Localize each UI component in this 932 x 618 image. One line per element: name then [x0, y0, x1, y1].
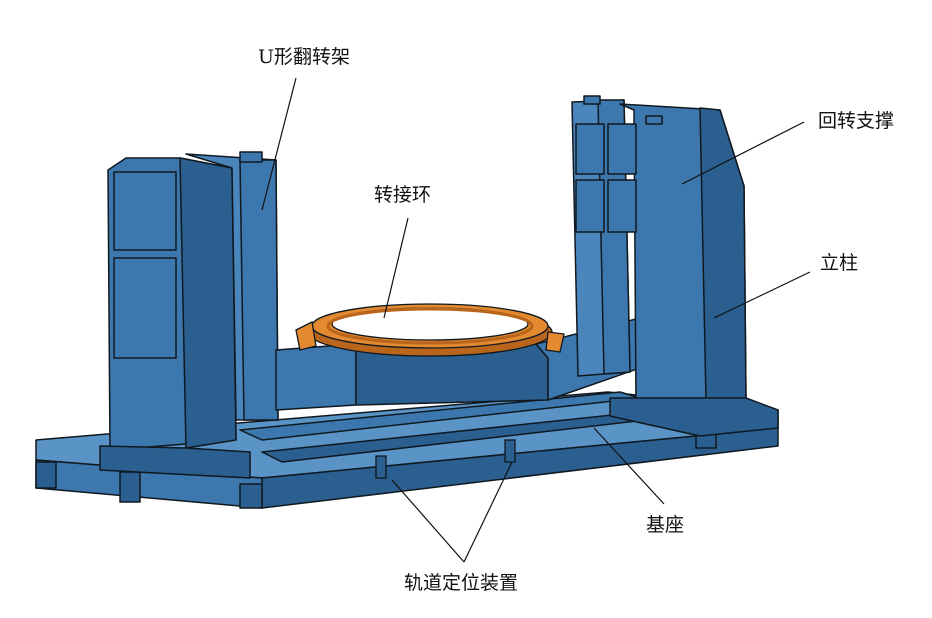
leader-base: [593, 427, 665, 505]
leader-slewing-ring: [383, 217, 409, 319]
right-column: [571, 95, 779, 437]
rail-positioner: [375, 439, 516, 479]
slewing-ring: [295, 303, 565, 357]
left-column: [99, 151, 279, 479]
leader-lines: [261, 77, 811, 563]
label-base: 基座: [646, 514, 685, 536]
label-column: 立柱: [820, 252, 859, 274]
leader-slewing-support: [681, 121, 805, 185]
leader-column: [713, 271, 811, 319]
label-slewing-ring: 转接环: [374, 184, 432, 206]
label-rail-positioner: 轨道定位装置: [404, 572, 519, 594]
leader-u-frame: [261, 77, 297, 211]
label-u-frame: U形翻转架: [258, 46, 351, 68]
label-slewing-support: 回转支撑: [818, 110, 895, 132]
leader-rail-positioner-b: [463, 461, 513, 563]
leader-rail-positioner-a: [391, 479, 465, 563]
